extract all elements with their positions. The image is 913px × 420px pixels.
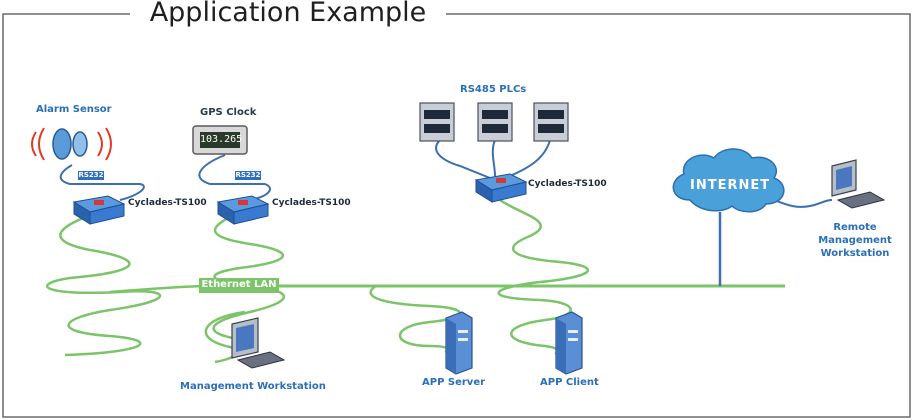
rs232-label-left: RS232 (78, 171, 104, 179)
internet-cloud-icon (672, 148, 785, 213)
ethernet-lan-tag (199, 278, 279, 293)
cable-plc-coil (497, 198, 590, 322)
diagram-frame (2, 13, 911, 418)
app-client-icon (555, 311, 583, 375)
cable-mgmt (204, 310, 246, 364)
remote-workstation-icon (831, 159, 886, 209)
rs232-tag-left (78, 171, 104, 180)
alarm-speaker-icon (31, 127, 112, 161)
cyclades-device-icon-1 (72, 195, 126, 225)
cable-app-client (510, 318, 560, 356)
gps-clock-label: GPS Clock (200, 107, 257, 118)
plc-icon-2 (477, 102, 513, 142)
remote-label-line3: Workstation (820, 248, 890, 259)
ethernet-lan-label: Ethernet LAN (201, 279, 277, 290)
cable-left-to-lan (109, 284, 211, 294)
cable-app-server (369, 284, 462, 354)
cyclades-device-icon-2 (216, 195, 270, 225)
app-client-label: APP Client (540, 377, 599, 388)
management-workstation-label: Management Workstation (180, 381, 326, 392)
serial-cable-gps (198, 154, 271, 201)
rs485-plcs-label: RS485 PLCs (460, 84, 527, 95)
gps-clock-icon (192, 125, 248, 155)
rs232-tag-mid (235, 171, 261, 180)
cyclades-label-3: Cyclades-TS100 (528, 179, 607, 189)
internet-label: INTERNET (690, 178, 771, 193)
plc-icon-1 (419, 102, 455, 142)
app-server-icon (445, 311, 473, 375)
serial-cable-alarm (59, 164, 145, 201)
diagram-title: Application Example (130, 0, 446, 30)
remote-label-line2: Management (818, 235, 892, 246)
cyclades-device-icon-3 (474, 173, 528, 203)
gps-display-value: 103.265 (200, 134, 243, 145)
cyclades-label-2: Cyclades-TS100 (272, 198, 351, 208)
serial-cable-plcs (435, 139, 551, 179)
alarm-sensor-label: Alarm Sensor (36, 104, 112, 115)
management-workstation-icon (231, 317, 286, 369)
rs232-label-mid: RS232 (235, 171, 261, 179)
plc-icon-3 (533, 102, 569, 142)
app-server-label: APP Server (422, 377, 486, 388)
remote-label-line1: Remote (833, 222, 877, 233)
cyclades-label-1: Cyclades-TS100 (128, 198, 207, 208)
cable-left-coil (46, 210, 162, 357)
